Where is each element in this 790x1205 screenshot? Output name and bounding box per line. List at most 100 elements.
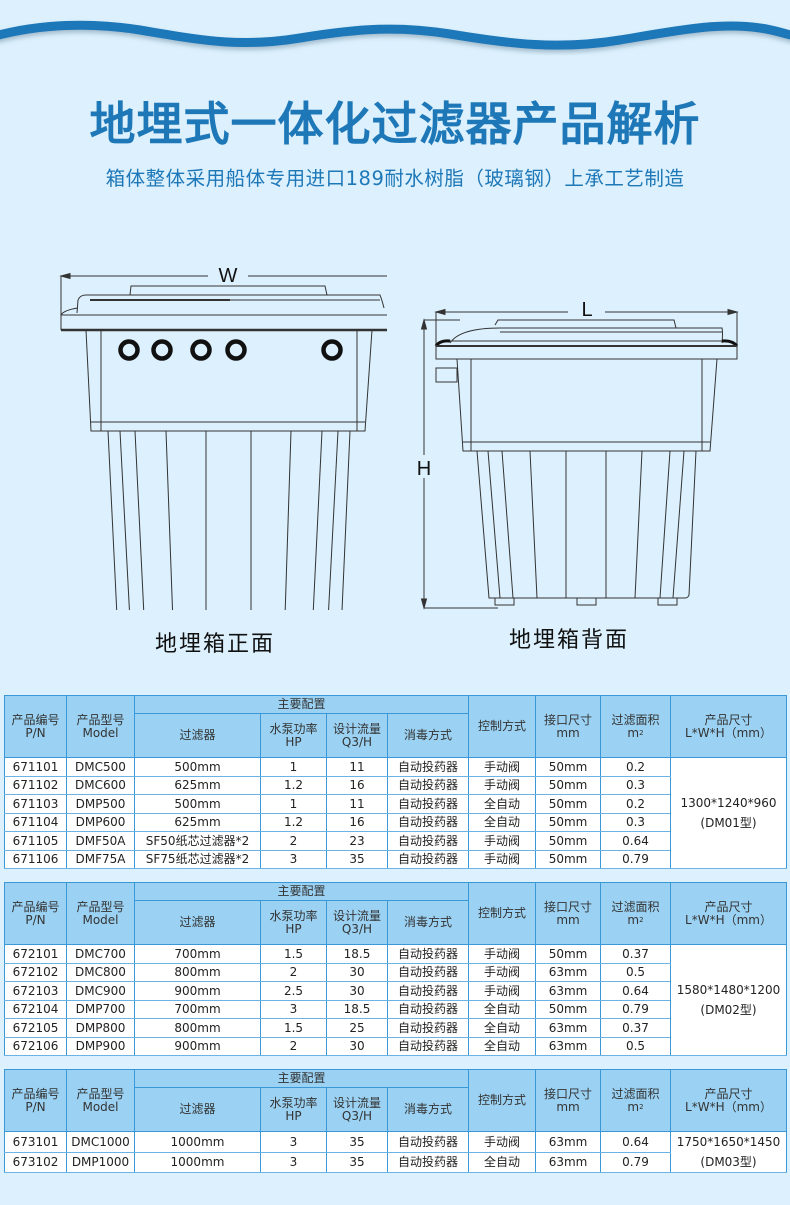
cell-control: 全自动 xyxy=(468,1018,537,1038)
cell-disinfect: 自动投药器 xyxy=(386,794,470,814)
height-label: H xyxy=(417,458,431,480)
page-title: 地埋式一体化过滤器产品解析 xyxy=(89,97,701,151)
cell-disinfect: 自动投药器 xyxy=(386,812,470,832)
header-disinfect: 消毒方式 xyxy=(386,713,470,758)
cell-flow: 30 xyxy=(326,981,388,1001)
cell-disinfect: 自动投药器 xyxy=(386,1036,470,1056)
cell-model: DMP1000 xyxy=(66,1151,135,1173)
cell-flow: 11 xyxy=(326,757,388,777)
back-view-drawing: L H xyxy=(417,299,739,610)
header-main-config: 主要配置 xyxy=(133,695,470,714)
cell-flow: 30 xyxy=(326,962,388,982)
page-subtitle: 箱体整体采用船体专用进口189耐水树脂（玻璃钢）上承工艺制造 xyxy=(105,167,685,190)
cell-control: 手动阀 xyxy=(468,1131,537,1153)
cell-hp: 2 xyxy=(260,962,327,982)
cell-port: 63mm xyxy=(535,962,602,982)
cell-pn: 671102 xyxy=(4,775,67,795)
cell-disinfect: 自动投药器 xyxy=(386,775,470,795)
cell-hp: 1.5 xyxy=(260,1018,327,1038)
cell-model: DMP600 xyxy=(66,812,135,832)
cell-area: 0.5 xyxy=(600,1036,672,1056)
cell-pn: 671101 xyxy=(4,757,67,777)
header-filter: 过滤器 xyxy=(134,900,261,945)
cell-flow: 25 xyxy=(326,1018,388,1038)
cell-area: 0.79 xyxy=(600,849,672,869)
cell-area: 0.2 xyxy=(600,794,672,814)
header-disinfect: 消毒方式 xyxy=(386,900,470,945)
cell-port: 50mm xyxy=(535,999,602,1019)
cell-flow: 35 xyxy=(326,1151,388,1173)
cell-filter: 625mm xyxy=(134,812,261,832)
cell-control: 全自动 xyxy=(468,1036,537,1056)
cell-model: DMC500 xyxy=(66,757,135,777)
header-control: 控制方式 xyxy=(468,1069,537,1132)
cell-model: DMC600 xyxy=(66,775,135,795)
cell-area: 0.37 xyxy=(600,944,672,964)
cell-port: 50mm xyxy=(535,794,602,814)
cell-area: 0.2 xyxy=(600,757,672,777)
cell-disinfect: 自动投药器 xyxy=(386,831,470,851)
cell-area: 0.64 xyxy=(600,1131,672,1153)
cell-hp: 2 xyxy=(260,831,327,851)
cell-pn: 671106 xyxy=(4,849,67,869)
cell-control: 手动阀 xyxy=(468,775,537,795)
cell-control: 全自动 xyxy=(468,999,537,1019)
cell-pn: 672103 xyxy=(4,981,67,1001)
cell-flow: 16 xyxy=(326,775,388,795)
cell-port: 50mm xyxy=(535,849,602,869)
cell-flow: 35 xyxy=(326,849,388,869)
cell-model: DMC1000 xyxy=(66,1131,135,1153)
cell-area: 0.64 xyxy=(600,981,672,1001)
cell-filter: 700mm xyxy=(134,999,261,1019)
cell-hp: 1 xyxy=(260,794,327,814)
cell-model: DMP500 xyxy=(66,794,135,814)
header-filter: 过滤器 xyxy=(134,1087,261,1132)
cell-port: 50mm xyxy=(535,757,602,777)
width-label: W xyxy=(219,265,238,287)
cell-control: 全自动 xyxy=(468,794,537,814)
cell-filter: 800mm xyxy=(134,962,261,982)
cell-hp: 3 xyxy=(260,849,327,869)
cell-model: DMP900 xyxy=(66,1036,135,1056)
cell-filter: 900mm xyxy=(134,981,261,1001)
header-main-config: 主要配置 xyxy=(133,1069,470,1088)
cell-hp: 1.2 xyxy=(260,775,327,795)
cell-flow: 35 xyxy=(326,1131,388,1153)
cell-model: DMP700 xyxy=(66,999,135,1019)
cell-model: DMF75A xyxy=(66,849,135,869)
cell-disinfect: 自动投药器 xyxy=(386,981,470,1001)
cell-filter: 500mm xyxy=(134,794,261,814)
cell-product-size: 1750*1650*1450(DM03型) xyxy=(670,1131,788,1173)
cell-filter: 1000mm xyxy=(134,1131,261,1153)
cell-disinfect: 自动投药器 xyxy=(386,1018,470,1038)
cell-area: 0.3 xyxy=(600,812,672,832)
cell-area: 0.79 xyxy=(600,1151,672,1173)
cell-control: 手动阀 xyxy=(468,944,537,964)
cell-area: 0.79 xyxy=(600,999,672,1019)
cell-disinfect: 自动投药器 xyxy=(386,757,470,777)
